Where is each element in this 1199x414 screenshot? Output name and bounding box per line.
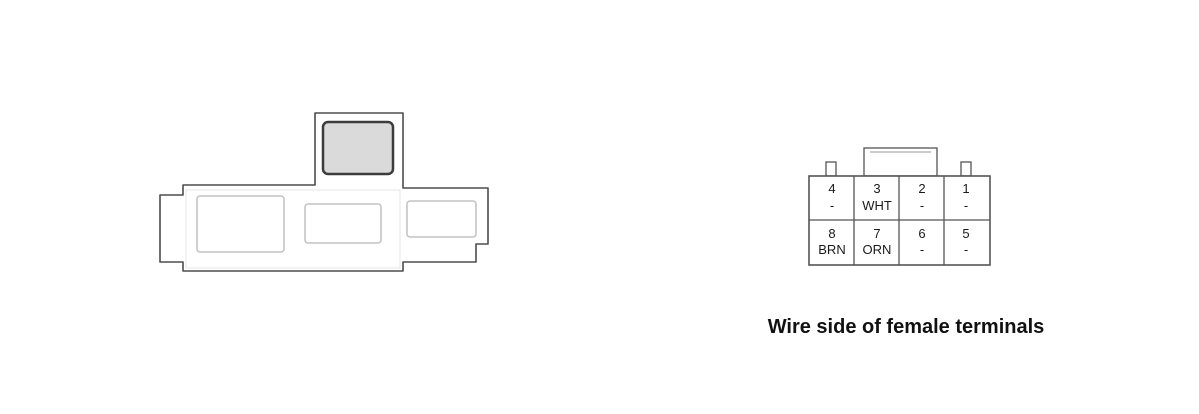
locking-key [863,147,938,177]
pin-wire-color: - [964,198,968,213]
housing-slot-left [196,195,285,253]
pin-number: 1 [962,181,969,196]
pin-wire-color: - [920,242,924,257]
pin-wire-color: BRN [818,242,845,257]
pin-number: 3 [873,181,880,196]
pin-wire-color: - [964,242,968,257]
pin-number: 6 [918,226,925,241]
pin-number: 5 [962,226,969,241]
pin-wire-color: WHT [862,198,892,213]
left-latch-post [825,161,837,177]
pin-wire-color: ORN [863,242,892,257]
pin-number: 7 [873,226,880,241]
housing-lock-tab [321,120,395,176]
housing-slot-right [406,200,477,238]
housing-inner-edge [185,189,401,269]
pin-wire-color: - [920,198,924,213]
pin-number: 8 [828,226,835,241]
housing-slot-middle [304,203,382,244]
pin-number: 4 [828,181,835,196]
pin-number: 2 [918,181,925,196]
connector-housing-view [159,112,489,272]
connector-terminal-face: 4 - 3 WHT 2 - 1 - 8 BRN 7 ORN 6 - 5 - [808,147,991,266]
right-latch-post [960,161,972,177]
diagram-caption: Wire side of female terminals [767,316,1045,338]
pin-wire-color: - [830,198,834,213]
